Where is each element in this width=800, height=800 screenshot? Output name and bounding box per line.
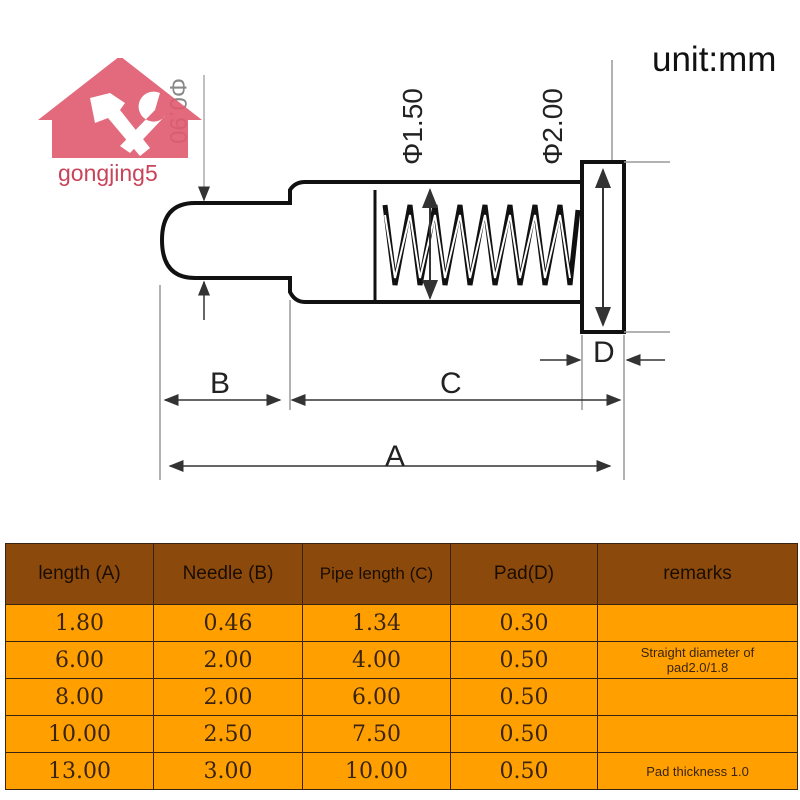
table-row: 1.80 0.46 1.34 0.30: [5, 604, 798, 642]
cell-length: 8.00: [5, 678, 154, 716]
pipe-diameter-label: Φ1.50: [397, 88, 428, 165]
cell-pad: 0.50: [450, 641, 598, 679]
dimension-c-label: C: [440, 367, 462, 400]
pad-diameter-label: Φ2.00: [537, 88, 568, 165]
header-pad-d: Pad(D): [450, 543, 598, 605]
header-needle-b: Needle (B): [153, 543, 303, 605]
cell-remarks: [597, 715, 798, 753]
cell-length: 13.00: [5, 752, 154, 790]
cell-pad: 0.50: [450, 715, 598, 753]
unit-label: unit:mm: [652, 40, 777, 79]
cell-pipe: 10.00: [302, 752, 451, 790]
table-row: 6.00 2.00 4.00 0.50 Straight diameter of…: [5, 641, 798, 679]
cell-length: 1.80: [5, 604, 154, 642]
cell-pipe: 1.34: [302, 604, 451, 642]
cell-pad: 0.50: [450, 678, 598, 716]
cell-needle: 2.00: [153, 678, 303, 716]
header-pipe-length-c: Pipe length (C): [302, 543, 451, 605]
dimension-b-label: B: [210, 367, 230, 400]
cell-needle: 2.50: [153, 715, 303, 753]
table-header-row: length (A) Needle (B) Pipe length (C) Pa…: [5, 543, 798, 605]
dimension-lines: [159, 60, 670, 480]
watermark-logo-icon: [38, 58, 202, 158]
cell-pipe: 7.50: [302, 715, 451, 753]
header-remarks: remarks: [597, 543, 798, 605]
header-length-a: length (A): [5, 543, 154, 605]
cell-length: 6.00: [5, 641, 154, 679]
cell-pad: 0.30: [450, 604, 598, 642]
dimension-a-label: A: [385, 440, 405, 473]
spec-table: length (A) Needle (B) Pipe length (C) Pa…: [5, 543, 798, 790]
cell-remarks: [597, 678, 798, 716]
cell-needle: 0.46: [153, 604, 303, 642]
pogo-pin-diagram: Φ0.90 Φ1.50 Φ2.00 B C A D: [159, 60, 670, 480]
cell-pipe: 4.00: [302, 641, 451, 679]
pin-outline: [159, 160, 626, 334]
watermark-text: gongjing5: [58, 160, 158, 186]
table-row: 10.00 2.50 7.50 0.50: [5, 715, 798, 753]
cell-pad: 0.50: [450, 752, 598, 790]
spring-icon: [382, 204, 581, 286]
table-row: 8.00 2.00 6.00 0.50: [5, 678, 798, 716]
cell-remarks: [597, 604, 798, 642]
cell-pipe: 6.00: [302, 678, 451, 716]
cell-needle: 3.00: [153, 752, 303, 790]
dimension-d-label: D: [593, 336, 615, 369]
cell-remarks: Pad thickness 1.0: [597, 752, 798, 790]
cell-length: 10.00: [5, 715, 154, 753]
cell-remarks: Straight diameter of pad2.0/1.8: [597, 641, 798, 679]
table-row: 13.00 3.00 10.00 0.50 Pad thickness 1.0: [5, 752, 798, 790]
cell-needle: 2.00: [153, 641, 303, 679]
